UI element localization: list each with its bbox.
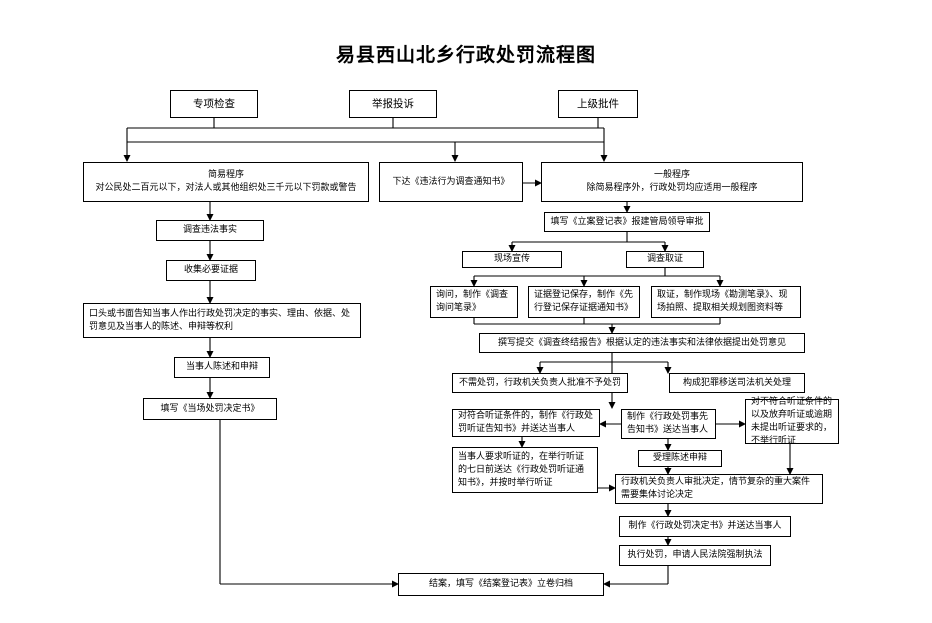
final-report-box: 撰写提交《调查终结报告》根据认定的违法事实和法律依据提出处罚意见 [479, 333, 805, 353]
survey-box: 调查取证 [626, 251, 704, 268]
notify-rights-label: 口头或书面告知当事人作出行政处罚决定的事实、理由、依据、处罚意见及当事人的陈述、… [89, 308, 351, 332]
report-complaint-label: 举报投诉 [372, 97, 414, 110]
collect-evidence-label: 收集必要证据 [183, 265, 238, 275]
statement-defense-label: 当事人陈述和申辩 [185, 362, 258, 372]
penalty-decision-box: 制作《行政处罚决定书》并送达当事人 [619, 516, 791, 537]
simple-procedure-box: 简易程序 对公民处二百元以下，对法人或其他组织处三千元以下罚款或警告 [83, 162, 369, 202]
leader-review-label: 行政机关负责人审批决定，情节复杂的重大案件需要集体讨论决定 [621, 477, 811, 500]
onsite-decision-box: 填写《当场处罚决定书》 [143, 398, 277, 420]
inquiry-label: 询问，制作《调查询问笔录》 [436, 290, 509, 313]
transfer-judicial-box: 构成犯罪移送司法机关处理 [669, 373, 805, 393]
investigate-facts-box: 调查违法事实 [156, 220, 264, 241]
no-penalty-label: 不需处罚，行政机关负责人批准不予处罚 [458, 377, 621, 388]
investigate-facts-label: 调查违法事实 [182, 225, 237, 235]
onsite-decision-label: 填写《当场处罚决定书》 [160, 403, 260, 414]
hearing-eligible-box: 对符合听证条件的，制作《行政处罚听证告知书》并送达当事人 [452, 409, 600, 437]
investigation-notice-box: 下达《违法行为调查通知书》 [379, 162, 523, 202]
no-penalty-box: 不需处罚，行政机关负责人批准不予处罚 [452, 373, 628, 393]
scene-evidence-label: 取证，制作现场《勘测笔录》、现场拍照、提取相关规划图资料等 [657, 290, 788, 313]
publicity-box: 现场宣传 [462, 251, 562, 268]
hearing-request-box: 当事人要求听证的，在举行听证的七日前送达《行政处罚听证通知书》，并按时举行听证 [452, 447, 598, 493]
prior-notice-label: 制作《行政处罚事先告知书》送达当事人 [627, 412, 709, 435]
scene-evidence-box: 取证，制作现场《勘测笔录》、现场拍照、提取相关规划图资料等 [651, 286, 801, 318]
superior-referral-label: 上级批件 [577, 97, 619, 110]
page-title: 易县西山北乡行政处罚流程图 [335, 44, 596, 66]
collect-evidence-box: 收集必要证据 [166, 260, 256, 281]
statement-defense-box: 当事人陈述和申辩 [174, 357, 270, 378]
simple-procedure-desc: 对公民处二百元以下，对法人或其他组织处三千元以下罚款或警告 [95, 183, 357, 193]
evidence-preservation-box: 证据登记保存，制作《先行登记保存证据通知书》 [528, 286, 640, 318]
transfer-judicial-label: 构成犯罪移送司法机关处理 [682, 377, 791, 388]
general-procedure-desc: 除简易程序外，行政处罚均应适用一般程序 [586, 183, 758, 193]
register-approval-box: 填写《立案登记表》报建管局领导审批 [544, 212, 710, 232]
case-closure-box: 结案，填写《结案登记表》立卷归档 [398, 573, 604, 596]
hearing-request-label: 当事人要求听证的，在举行听证的七日前送达《行政处罚听证通知书》，并按时举行听证 [458, 451, 585, 488]
leader-review-box: 行政机关负责人审批决定，情节复杂的重大案件需要集体讨论决定 [615, 474, 823, 504]
special-inspection-box: 专项检查 [170, 90, 258, 118]
not-eligible-box: 对不符合听证条件的以及放弃听证或逾期未提出听证要求的，不举行听证 [745, 397, 839, 446]
evidence-preservation-label: 证据登记保存，制作《先行登记保存证据通知书》 [534, 290, 634, 313]
execute-penalty-label: 执行处罚，申请人民法院强制执法 [627, 550, 763, 560]
publicity-label: 现场宣传 [493, 254, 530, 264]
not-eligible-label: 对不符合听证条件的以及放弃听证或逾期未提出听证要求的，不举行听证 [751, 396, 833, 446]
case-closure-label: 结案，填写《结案登记表》立卷归档 [428, 579, 573, 589]
prior-notice-box: 制作《行政处罚事先告知书》送达当事人 [621, 409, 716, 439]
report-complaint-box: 举报投诉 [349, 90, 437, 118]
accept-defense-box: 受理陈述申辩 [638, 450, 722, 467]
investigation-notice-label: 下达《违法行为调查通知书》 [392, 176, 510, 187]
execute-penalty-box: 执行处罚，申请人民法院强制执法 [619, 545, 771, 566]
register-approval-label: 填写《立案登记表》报建管局领导审批 [550, 216, 704, 227]
general-procedure-box: 一般程序 除简易程序外，行政处罚均应适用一般程序 [541, 162, 803, 202]
final-report-label: 撰写提交《调查终结报告》根据认定的违法事实和法律依据提出处罚意见 [497, 337, 786, 348]
simple-procedure-title: 简易程序 [207, 170, 244, 180]
inquiry-box: 询问，制作《调查询问笔录》 [430, 286, 518, 318]
penalty-decision-label: 制作《行政处罚决定书》并送达当事人 [628, 521, 782, 531]
superior-referral-box: 上级批件 [558, 90, 638, 118]
survey-label: 调查取证 [646, 254, 683, 264]
accept-defense-label: 受理陈述申辩 [652, 453, 707, 463]
hearing-eligible-label: 对符合听证条件的，制作《行政处罚听证告知书》并送达当事人 [458, 411, 594, 434]
notify-rights-box: 口头或书面告知当事人作出行政处罚决定的事实、理由、依据、处罚意见及当事人的陈述、… [83, 303, 361, 338]
general-procedure-title: 一般程序 [653, 170, 690, 180]
special-inspection-label: 专项检查 [193, 97, 235, 110]
